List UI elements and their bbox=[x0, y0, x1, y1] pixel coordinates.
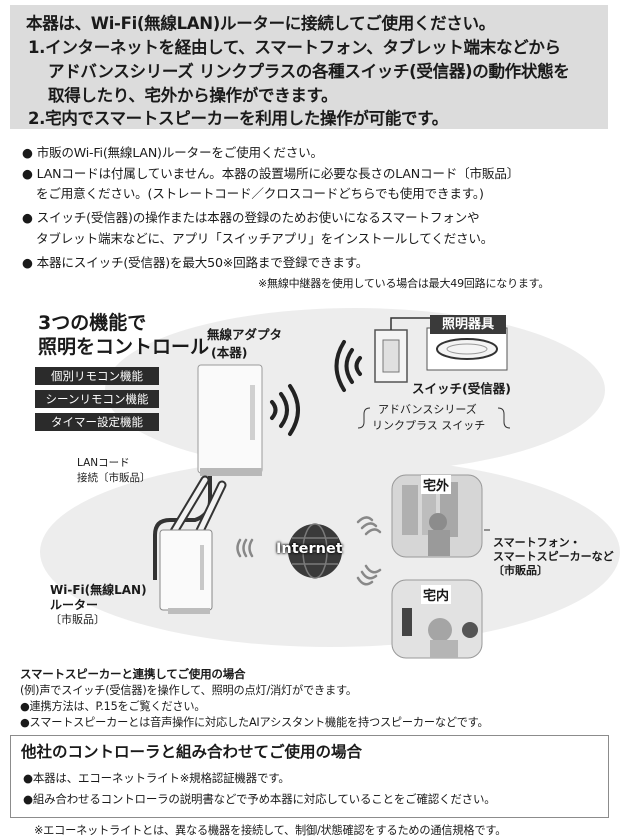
series-label-1: アドバンスシリーズ bbox=[378, 403, 477, 416]
inside-photo bbox=[391, 579, 483, 659]
phone-label-1: スマートフォン・ bbox=[493, 536, 581, 549]
speaker-line-2: ●連携方法は、P.15をご覧ください。 bbox=[20, 700, 206, 713]
bullet-router: ● 市販のWi-Fi(無線LAN)ルーターをご使用ください。 bbox=[22, 145, 323, 160]
diagram-title-2: 照明をコントロール bbox=[38, 336, 210, 358]
feature-tag-individual: 個別リモコン機能 bbox=[35, 367, 159, 385]
header-line-5: 2.宅内でスマートスピーカーを利用した操作が可能です。 bbox=[28, 109, 449, 128]
bullet-app-1: ● スイッチ(受信器)の操作または本器の登録のためお使いになるスマートフォンや bbox=[22, 210, 480, 225]
phone-label-2: スマートスピーカーなど bbox=[493, 550, 614, 563]
bullet-lan-1: ● LANコードは付属していません。本器の設置場所に必要な長さのLANコード〔市… bbox=[22, 166, 520, 181]
controller-line-2: ●組み合わせるコントローラの説明書などで予め本器に対応していることをご確認くださ… bbox=[23, 792, 496, 806]
upper-oval bbox=[105, 308, 605, 472]
adapter-label-1: 無線アダプタ bbox=[207, 327, 283, 342]
controller-box: 他社のコントローラと組み合わせてご使用の場合 ●本器は、エコーネットライト※規格… bbox=[10, 735, 609, 818]
speaker-line-1: (例)声でスイッチ(受信器)を操作して、照明の点灯/消灯ができます。 bbox=[20, 684, 357, 697]
switch-wifi-waves bbox=[334, 340, 362, 392]
outside-photo bbox=[391, 474, 483, 558]
lan-label-2: 接続〔市販品〕 bbox=[77, 472, 151, 484]
header-line-4: 取得したり、宅外から操作ができます。 bbox=[48, 86, 338, 105]
bullet-lan-2: をご用意ください。(ストレートコード／クロスコードどちらでも使用できます。) bbox=[36, 186, 484, 201]
fixture-label: 照明器具 bbox=[430, 315, 506, 334]
outside-label: 宅外 bbox=[421, 475, 452, 494]
router-label-3: 〔市販品〕 bbox=[50, 613, 105, 626]
feature-tag-timer: タイマー設定機能 bbox=[35, 413, 159, 431]
speaker-title: スマートスピーカーと連携してご使用の場合 bbox=[20, 667, 246, 681]
footnote: ※エコーネットライトとは、異なる機器を接続して、制御/状態確認をするための通信規… bbox=[34, 824, 507, 837]
internet-label: Internet bbox=[276, 541, 343, 557]
header-line-1: 本器は、Wi-Fi(無線LAN)ルーターに接続してご使用ください。 bbox=[26, 14, 495, 33]
adapter-label-2: (本器) bbox=[211, 345, 248, 360]
switch-label: スイッチ(受信器) bbox=[412, 381, 511, 396]
adapter-wifi-waves bbox=[270, 384, 300, 436]
feature-tag-scene: シーンリモコン機能 bbox=[35, 390, 159, 408]
router-label-2: ルーター bbox=[50, 598, 99, 612]
speaker-line-3: ●スマートスピーカーとは音声操作に対応したAIアシスタント機能を持つスピーカーな… bbox=[20, 716, 489, 729]
switch-plate bbox=[374, 317, 430, 383]
diagram-title-1: 3つの機能で bbox=[38, 312, 147, 334]
controller-line-1: ●本器は、エコーネットライト※規格認証機器です。 bbox=[23, 771, 290, 785]
diagram-illustration bbox=[40, 308, 620, 659]
bullet-max: ● 本器にスイッチ(受信器)を最大50※回路まで登録できます。 bbox=[22, 255, 369, 270]
lan-label-1: LANコード bbox=[77, 457, 130, 469]
series-label-2: リンクプラス スイッチ bbox=[372, 419, 486, 432]
light-fixture bbox=[426, 327, 508, 371]
bullet-app-2: タブレット端末などに、アプリ「スイッチアプリ」をインストールしてください。 bbox=[36, 231, 494, 246]
router-label-1: Wi-Fi(無線LAN) bbox=[50, 583, 147, 597]
signal-marks bbox=[236, 516, 382, 586]
header-line-3: アドバンスシリーズ リンクプラスの各種スイッチ(受信器)の動作状態を bbox=[48, 62, 570, 81]
bullet-note: ※無線中継器を使用している場合は最大49回路になります。 bbox=[258, 277, 550, 290]
header-box: 本器は、Wi-Fi(無線LAN)ルーターに接続してご使用ください。 1.インター… bbox=[10, 5, 608, 129]
internet-globe bbox=[288, 523, 342, 579]
header-line-2: 1.インターネットを経由して、スマートフォン、タブレット端末などから bbox=[28, 38, 561, 57]
controller-title: 他社のコントローラと組み合わせてご使用の場合 bbox=[21, 743, 363, 761]
inside-label: 宅内 bbox=[421, 585, 452, 604]
router-device bbox=[159, 475, 227, 614]
phone-label-3: 〔市販品〕 bbox=[493, 564, 548, 577]
